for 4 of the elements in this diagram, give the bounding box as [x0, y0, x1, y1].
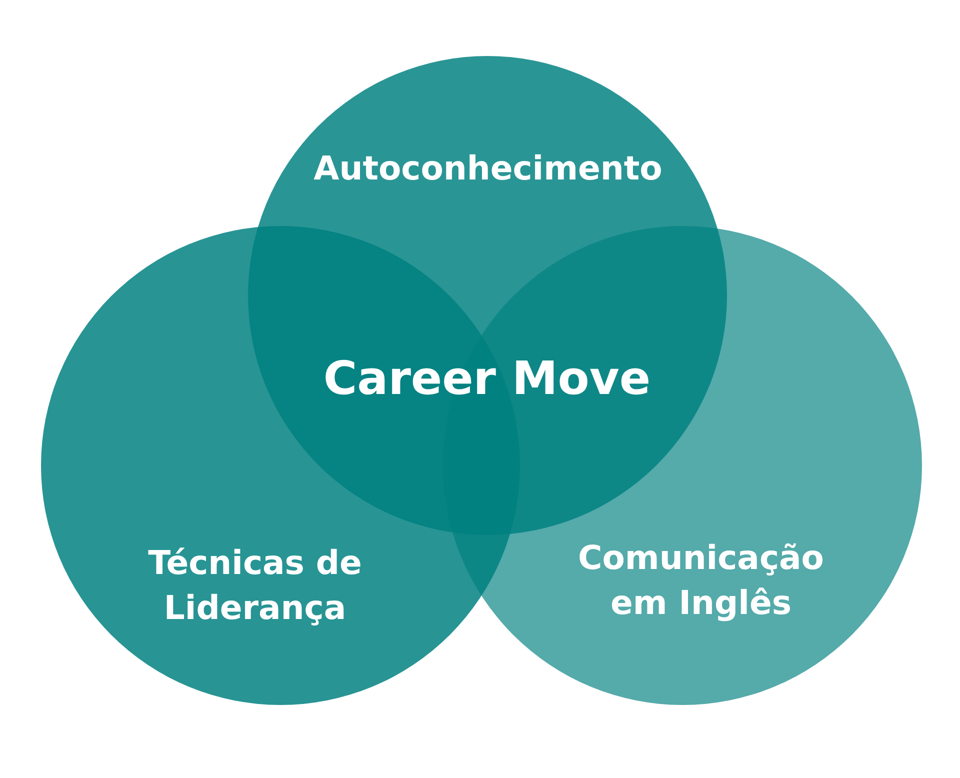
circle-title: Técnicas de Liderança [147, 542, 363, 629]
center-label: Career Move [323, 351, 651, 405]
circle-title: Comunicação em Inglês [577, 537, 825, 624]
circle-title: Autoconhecimento [312, 148, 664, 190]
